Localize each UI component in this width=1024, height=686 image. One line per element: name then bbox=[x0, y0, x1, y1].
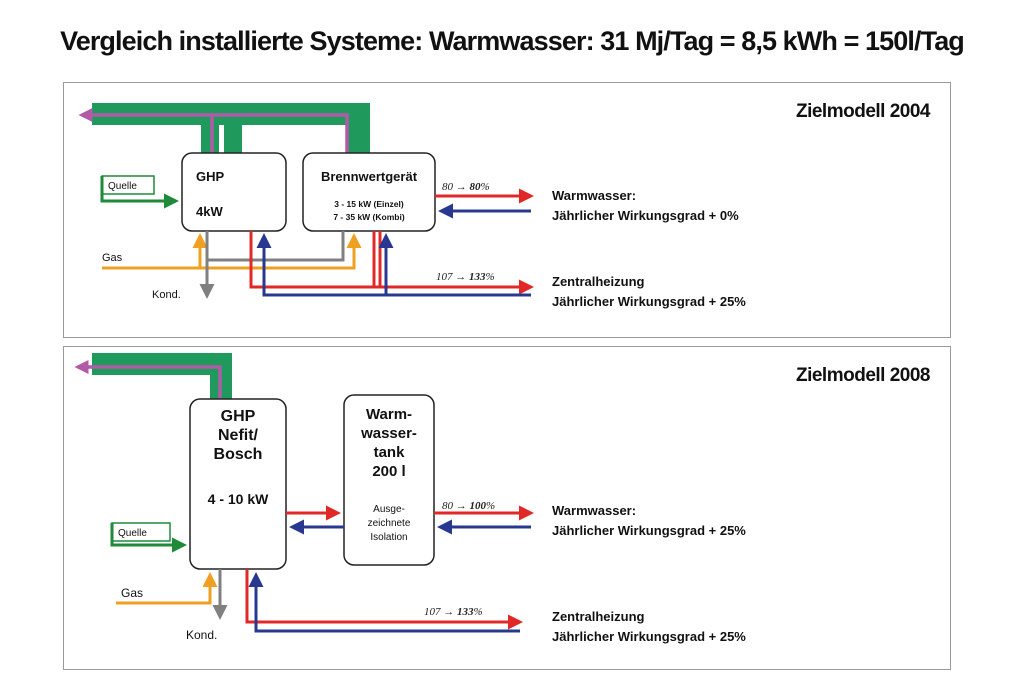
heating-gain: Jährlicher Wirkungsgrad + 25% bbox=[552, 294, 746, 309]
exhaust-line bbox=[74, 360, 222, 399]
tank-line3: tank bbox=[374, 444, 406, 461]
heating-efficiency: 107 → 133% bbox=[424, 606, 483, 618]
heating-efficiency: 107 → 133% bbox=[436, 271, 495, 283]
hot-water-label: Warmwasser: bbox=[552, 188, 636, 203]
gas-line bbox=[102, 233, 362, 270]
source-line bbox=[100, 175, 179, 209]
flue-duct bbox=[92, 353, 232, 401]
gas-label: Gas bbox=[121, 586, 143, 600]
hot-water-gain: Jährlicher Wirkungsgrad + 25% bbox=[552, 523, 746, 538]
panel-zielmodell-2008: GHP Nefit/ Bosch 4 - 10 kW Warm- wasser-… bbox=[63, 346, 951, 670]
hot-water-efficiency: 80 → 80% bbox=[442, 181, 490, 193]
boiler-box bbox=[302, 152, 436, 232]
panel-zielmodell-2004: GHP 4kW Brennwertgerät 3 - 15 kW (Einzel… bbox=[63, 82, 951, 338]
heating-gain: Jährlicher Wirkungsgrad + 25% bbox=[552, 629, 746, 644]
heating-lines bbox=[245, 569, 523, 633]
heating-label: Zentralheizung bbox=[552, 274, 645, 289]
hot-water-label: Warmwasser: bbox=[552, 503, 636, 518]
ghp-brand-line1: Nefit/ bbox=[218, 427, 259, 444]
ghp-box bbox=[181, 152, 287, 232]
ghp-box bbox=[189, 398, 287, 570]
condensate-label: Kond. bbox=[152, 289, 181, 301]
tank-box bbox=[343, 394, 435, 566]
ghp-label: GHP bbox=[196, 169, 225, 184]
tank-line2: wasser- bbox=[360, 425, 417, 442]
panel-heading: Zielmodell 2004 bbox=[796, 101, 931, 122]
tank-note1: Ausge- bbox=[373, 504, 405, 515]
hot-water-gain: Jährlicher Wirkungsgrad + 0% bbox=[552, 208, 739, 223]
tank-note3: Isolation bbox=[370, 532, 407, 543]
tank-volume: 200 l bbox=[372, 463, 405, 480]
source-line bbox=[110, 522, 187, 553]
hot-water-lines bbox=[434, 505, 534, 535]
hot-water-efficiency: 80 → 100% bbox=[442, 500, 495, 512]
hot-water-lines bbox=[435, 188, 534, 219]
ghp-brand-line2: Bosch bbox=[214, 446, 263, 463]
ghp-power: 4kW bbox=[196, 204, 223, 219]
diagram-2008: GHP Nefit/ Bosch 4 - 10 kW Warm- wasser-… bbox=[74, 353, 931, 644]
boiler-spec-single: 3 - 15 kW (Einzel) bbox=[334, 199, 404, 209]
page-title: Vergleich installierte Systeme: Warmwass… bbox=[60, 26, 965, 56]
condensate-label: Kond. bbox=[186, 628, 217, 642]
source-label: Quelle bbox=[108, 181, 137, 192]
tank-line1: Warm- bbox=[366, 406, 412, 423]
source-label: Quelle bbox=[118, 528, 147, 539]
heating-lines bbox=[249, 231, 534, 297]
ghp-power: 4 - 10 kW bbox=[208, 491, 269, 507]
flue-duct bbox=[92, 103, 370, 155]
boiler-name: Brennwertgerät bbox=[321, 169, 418, 184]
panel-heading: Zielmodell 2008 bbox=[796, 365, 930, 386]
diagram-2004: GHP 4kW Brennwertgerät 3 - 15 kW (Einzel… bbox=[78, 101, 931, 309]
tank-note2: zeichnete bbox=[368, 518, 411, 529]
gas-line bbox=[116, 572, 218, 605]
gas-label: Gas bbox=[102, 252, 123, 264]
heating-label: Zentralheizung bbox=[552, 609, 645, 624]
ghp-tank-lines bbox=[286, 505, 344, 535]
ghp-label: GHP bbox=[221, 408, 256, 425]
boiler-spec-combi: 7 - 35 kW (Kombi) bbox=[333, 212, 404, 222]
exhaust-line bbox=[78, 108, 349, 155]
